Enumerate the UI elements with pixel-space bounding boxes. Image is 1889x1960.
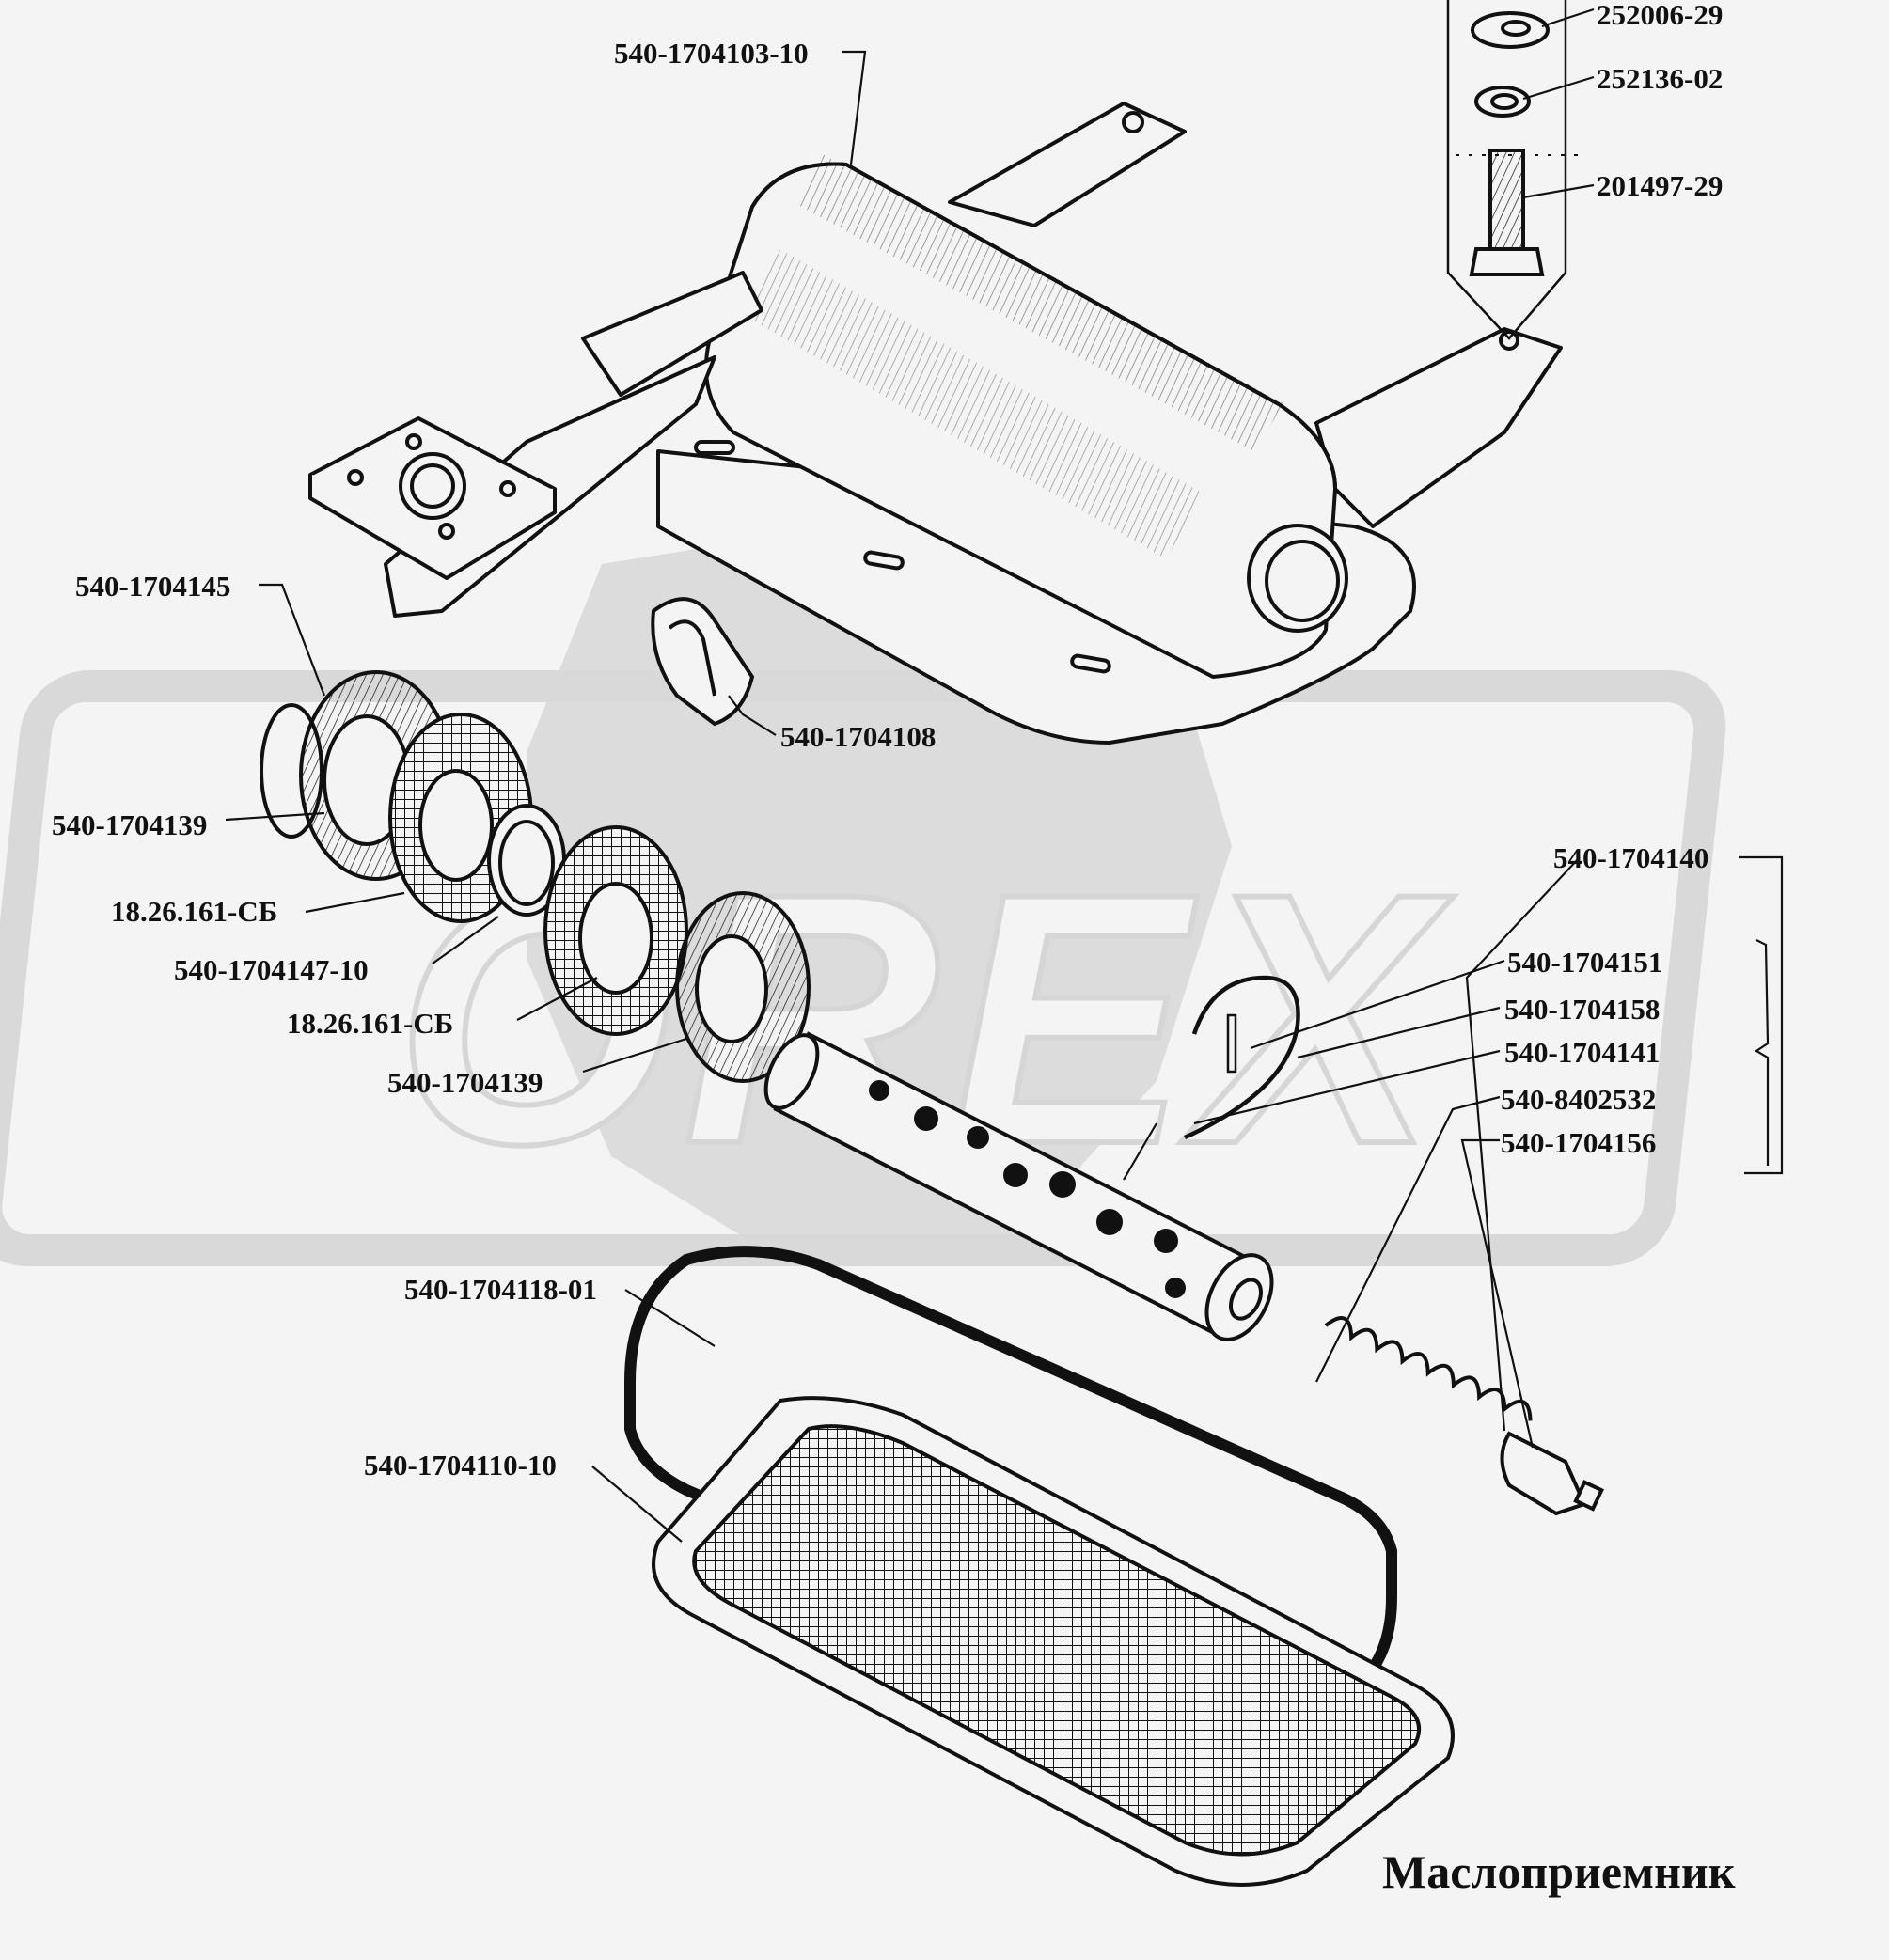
watermark-frame bbox=[0, 670, 1726, 1266]
label-lock-washer: 252136-02 bbox=[1597, 62, 1724, 95]
label-snap-ring-right: 540-1704151 bbox=[1507, 946, 1663, 979]
snap-ring-right-part bbox=[1184, 975, 1300, 1140]
plunger-part bbox=[1500, 1431, 1587, 1516]
label-ring: 540-1704147-10 bbox=[174, 953, 369, 986]
bolt-part bbox=[1488, 149, 1525, 251]
valve-group bbox=[763, 975, 1604, 1516]
label-housing: 540-1704103-10 bbox=[614, 37, 809, 70]
label-snap-ring-left: 540-1704145 bbox=[75, 570, 231, 603]
bolt-stack bbox=[1446, 0, 1580, 340]
label-mesh-disc-2: 18.26.161-СБ bbox=[287, 1007, 454, 1040]
label-mesh-disc-1: 18.26.161-СБ bbox=[111, 895, 278, 928]
label-gasket-frame: 540-1704118-01 bbox=[404, 1273, 597, 1306]
label-spring: 540-8402532 bbox=[1501, 1083, 1657, 1116]
label-valve-tube: 540-1704141 bbox=[1504, 1036, 1661, 1069]
housing-body bbox=[656, 153, 1416, 745]
label-pin: 540-1704158 bbox=[1504, 993, 1661, 1026]
diagram-title: Маслоприемник bbox=[1382, 1845, 1736, 1898]
lower-parts bbox=[624, 1246, 1455, 1887]
valve-tube-holes bbox=[869, 1080, 1186, 1298]
label-plunger: 540-1704156 bbox=[1501, 1126, 1657, 1159]
label-valve-assembly: 540-1704140 bbox=[1553, 841, 1709, 874]
pin-part bbox=[1226, 1013, 1237, 1074]
outlet-flange bbox=[308, 271, 763, 618]
label-gasket-left-1: 540-1704139 bbox=[52, 808, 208, 841]
leader-lines bbox=[225, 8, 1784, 1543]
label-strainer-tray: 540-1704110-10 bbox=[364, 1449, 557, 1482]
label-bolt: 201497-29 bbox=[1597, 169, 1724, 202]
label-washer: 252006-29 bbox=[1597, 0, 1724, 31]
label-gasket-left-2: 540-1704139 bbox=[387, 1066, 543, 1099]
housing-bracket-arm bbox=[948, 102, 1563, 528]
left-disc-stack bbox=[260, 670, 811, 1083]
label-clip: 540-1704108 bbox=[780, 720, 937, 753]
